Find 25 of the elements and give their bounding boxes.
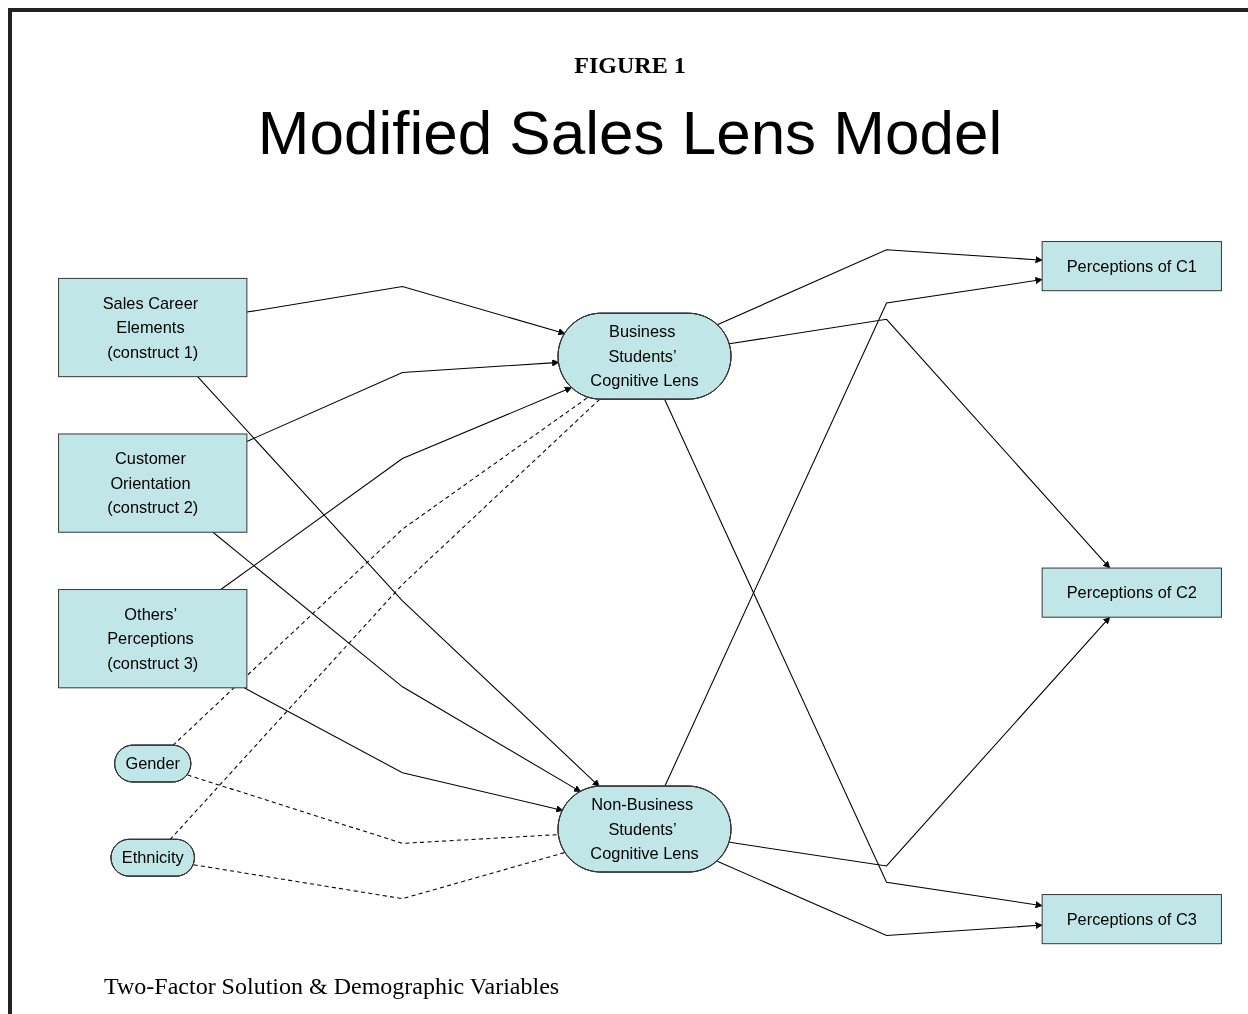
figure-caption: Two-Factor Solution & Demographic Variables — [104, 973, 560, 1000]
arrow — [664, 277, 1043, 788]
arrow — [716, 861, 1043, 937]
arrow — [728, 617, 1111, 867]
node-box: Customer Orientation (construct 2) — [58, 433, 248, 534]
connector — [172, 397, 589, 747]
node-box: Sales Career Elements (construct 1) — [58, 278, 248, 378]
arrow — [246, 286, 566, 336]
connector — [187, 774, 560, 845]
arrow — [220, 387, 572, 591]
arrow — [197, 376, 600, 788]
arrow — [212, 532, 582, 793]
arrow — [716, 249, 1043, 326]
figure-number: FIGURE 1 — [573, 52, 687, 79]
diagram-title: Modified Sales Lens Model — [256, 97, 1004, 168]
connector — [193, 852, 566, 900]
arrow — [243, 687, 564, 813]
connector — [169, 399, 600, 841]
arrow — [246, 359, 560, 443]
node-box: Perceptions of C3 — [1041, 894, 1222, 945]
node-box: Others’ Perceptions (construct 3) — [58, 589, 248, 689]
arrow — [728, 319, 1111, 569]
arrow — [664, 399, 1043, 909]
node-box: Perceptions of C2 — [1041, 567, 1222, 619]
node-box: Perceptions of C1 — [1041, 241, 1222, 292]
